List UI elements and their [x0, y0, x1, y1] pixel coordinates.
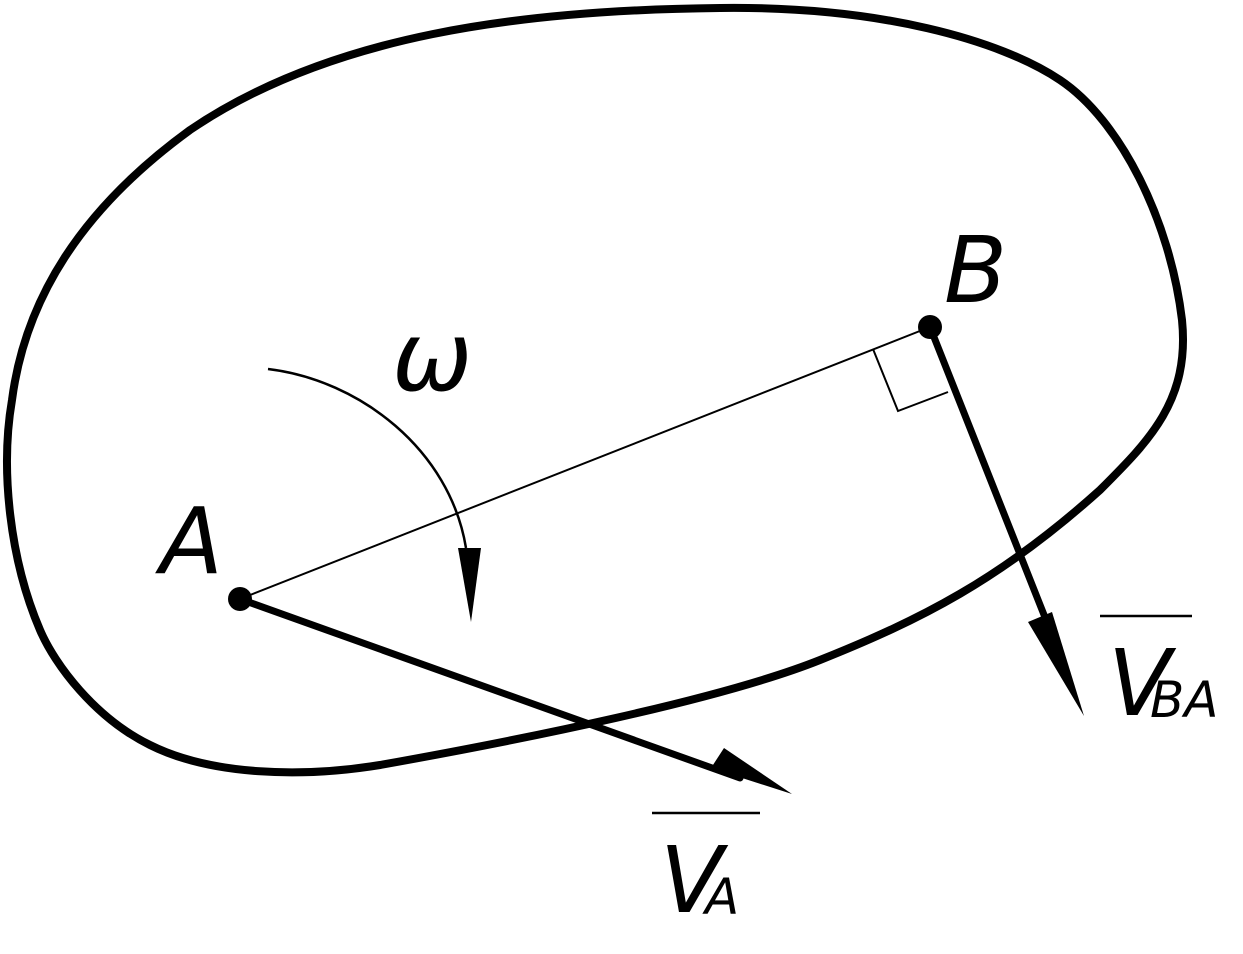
label-vba-subscript: BA: [1150, 671, 1219, 729]
velocity-vba-arrowhead: [1028, 612, 1084, 716]
segment-ab: [239, 326, 931, 600]
point-a: [228, 587, 252, 611]
label-point-b: B: [944, 217, 1007, 324]
label-point-a: A: [155, 488, 223, 595]
velocity-vector-va: [236, 595, 744, 782]
point-b: [918, 315, 942, 339]
angular-velocity-arrowhead: [458, 548, 481, 622]
label-vba-main: V: [1108, 630, 1177, 737]
rigid-body-outline: [3, 3, 1187, 777]
velocity-vector-vba: [926, 323, 1054, 634]
label-omega: ω: [392, 301, 472, 413]
right-angle-marker: [872, 348, 949, 413]
label-va-main: V: [660, 827, 729, 934]
label-va-subscript: A: [702, 868, 739, 926]
angular-velocity-arc: [267, 367, 468, 549]
velocity-va-arrowhead: [711, 748, 792, 794]
